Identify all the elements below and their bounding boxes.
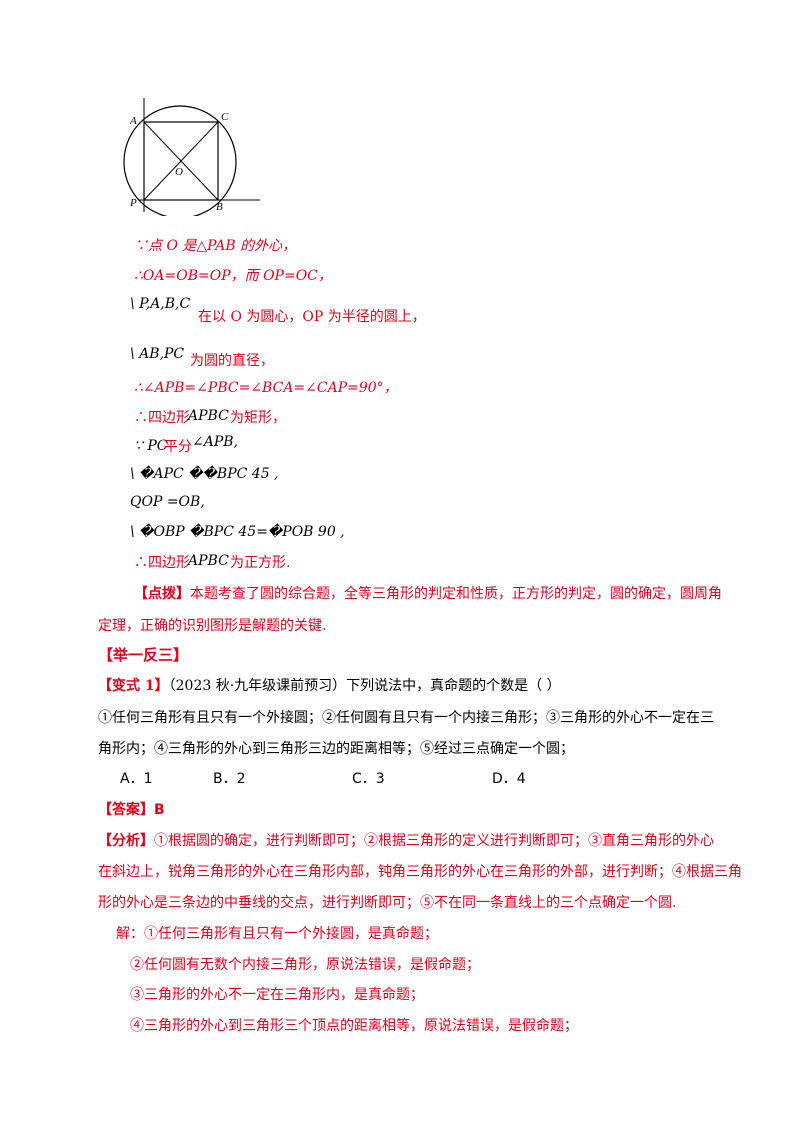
- solution-line-3: ③三角形的外心不一定在三角形内，是真命题；: [130, 987, 424, 1003]
- proof-line-1: ∵点 O 是△PAB 的外心，: [134, 238, 297, 254]
- tip-line-2: 定理，正确的识别图形是解题的关键.: [98, 618, 327, 634]
- section-title: 【举一反三】: [98, 646, 189, 664]
- tip-text-1: 本题考查了圆的综合题，全等三角形的判定和性质，正方形的判定，圆的确定，圆周角: [190, 586, 722, 602]
- solution-text-1: ①任何三角形有且只有一个外接圆，是真命题；: [144, 926, 438, 942]
- variant-source: （2023 秋·九年级课前预习）下列说法中，真命题的个数是（ ）: [168, 678, 561, 694]
- proof-line-3a: \ P,A,B,C: [130, 296, 191, 312]
- square-apbc: [143, 121, 219, 201]
- solution-line-1: 解：①任何三角形有且只有一个外接圆，是真命题；: [116, 924, 438, 944]
- proof-line-8: \ �APC ��BPC 45 ,: [130, 466, 279, 482]
- label-o: O: [175, 166, 183, 178]
- solution-line-4: ④三角形的外心到三角形三个顶点的距离相等，原说法错误，是假命题；: [130, 1018, 578, 1034]
- solution-line-2: ②任何圆有无数个内接三角形，原说法错误，是假命题；: [130, 957, 480, 973]
- solution-label: 解：: [116, 926, 144, 942]
- analysis-text-1: ①根据圆的确定，进行判断即可；②根据三角形的定义进行判断即可；③直角三角形的外心: [154, 833, 714, 849]
- analysis-line-1: 【分析】①根据圆的确定，进行判断即可；②根据三角形的定义进行判断即可；③直角三角…: [98, 831, 714, 851]
- label-b: B: [216, 201, 223, 213]
- proof-line-11c: 为正方形.: [230, 555, 291, 571]
- diagonal-pc: [143, 121, 219, 201]
- analysis-label: 【分析】: [98, 833, 154, 849]
- choice-c: C．3: [352, 771, 385, 787]
- tip-line-1: 【点拨】本题考查了圆的综合题，全等三角形的判定和性质，正方形的判定，圆的确定，圆…: [134, 584, 722, 604]
- proof-line-2: ∴OA=OB=OP，而 OP=OC，: [134, 268, 332, 284]
- proof-line-7a: ∵ PC: [134, 438, 168, 454]
- proof-line-4a: \ AB,PC: [130, 346, 185, 362]
- choice-b: B．2: [213, 771, 246, 787]
- proof-line-6b: APBC: [188, 408, 229, 424]
- proof-line-3b: 在以 O 为圆心，OP 为半径的圆上，: [198, 309, 426, 325]
- choice-d: D．4: [492, 771, 526, 787]
- proof-line-5: ∴∠APB=∠PBC=∠BCA=∠CAP=90°，: [134, 380, 398, 396]
- variant-header: 【变式 1】（2023 秋·九年级课前预习）下列说法中，真命题的个数是（ ）: [98, 676, 561, 696]
- circle-square-figure: A C O P B: [123, 98, 260, 216]
- proof-line-6c: 为矩形，: [230, 410, 286, 426]
- label-p: P: [129, 197, 137, 209]
- answer-label: 【答案】: [98, 802, 154, 818]
- variant-statement-1: ①任何三角形有且只有一个外接圆；②任何圆有且只有一个内接三角形；③三角形的外心不…: [98, 710, 714, 726]
- circumcircle: [123, 105, 237, 216]
- label-c: C: [221, 111, 229, 123]
- tip-label: 【点拨】: [134, 586, 190, 602]
- proof-line-4b: 为圆的直径，: [190, 353, 274, 369]
- proof-line-7b: 平分: [164, 439, 192, 455]
- proof-line-6a: ∴四边形: [134, 410, 190, 426]
- variant-statement-2: 角形内；④三角形的外心到三角形三边的距离相等；⑤经过三点确定一个圆；: [98, 741, 574, 757]
- proof-line-11b: APBC: [188, 553, 229, 569]
- proof-line-9: QOP =OB,: [130, 494, 205, 510]
- answer-value: B: [154, 802, 165, 818]
- choice-a: A．1: [120, 771, 153, 787]
- proof-line-10: \ �OBP �BPC 45=�POB 90 ,: [130, 524, 345, 540]
- label-a: A: [129, 115, 137, 127]
- proof-line-7c: ∠APB,: [192, 434, 238, 450]
- answer-line: 【答案】B: [98, 800, 165, 820]
- proof-line-11a: ∴四边形: [134, 555, 190, 571]
- variant-label: 【变式 1】: [98, 678, 169, 694]
- analysis-line-2: 在斜边上，锐角三角形的外心在三角形内部，钝角三角形的外心在三角形的外部，进行判断…: [98, 864, 742, 880]
- analysis-line-3: 形的外心是三条边的中垂线的交点，进行判断即可；⑤不在同一条直线上的三个点确定一个…: [98, 895, 677, 911]
